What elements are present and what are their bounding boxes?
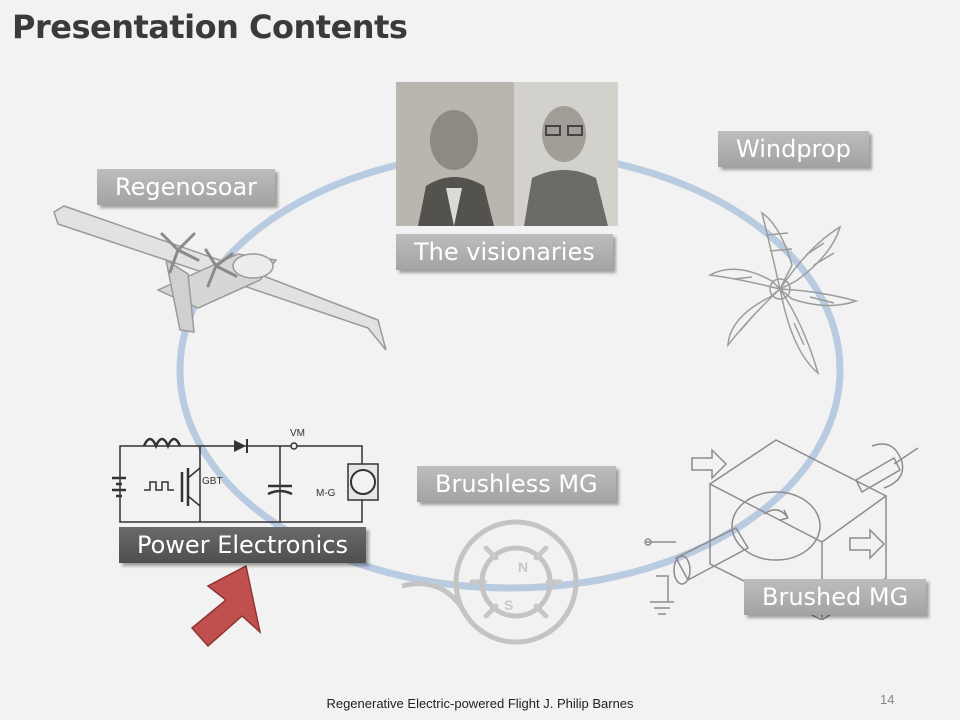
- topic-power-electronics[interactable]: Power Electronics: [119, 527, 366, 563]
- regenosoar-aircraft-image: [53, 205, 387, 351]
- red-arrow-icon: [190, 564, 262, 648]
- slide-title: Presentation Contents: [12, 8, 408, 46]
- topic-brushless-mg[interactable]: Brushless MG: [417, 466, 616, 502]
- vm-label: VM: [290, 428, 305, 439]
- south-pole-label: S: [504, 597, 513, 613]
- topic-windprop[interactable]: Windprop: [718, 131, 869, 167]
- topic-regenosoar[interactable]: Regenosoar: [97, 169, 276, 205]
- brushless-motor-image: N S: [401, 519, 579, 645]
- north-pole-label: N: [518, 559, 528, 575]
- topic-the-visionaries[interactable]: The visionaries: [396, 234, 613, 270]
- slide-footer: Regenerative Electric-powered Flight J. …: [326, 696, 634, 711]
- topic-brushed-mg[interactable]: Brushed MG: [744, 579, 927, 615]
- power-electronics-circuit: GBT VM M-G: [112, 428, 379, 523]
- windprop-propeller-image: [707, 211, 859, 376]
- mg-label: M-G: [316, 488, 336, 499]
- page-number: 14: [880, 692, 895, 707]
- visionaries-photo: [396, 82, 618, 226]
- igbt-label: GBT: [202, 476, 223, 487]
